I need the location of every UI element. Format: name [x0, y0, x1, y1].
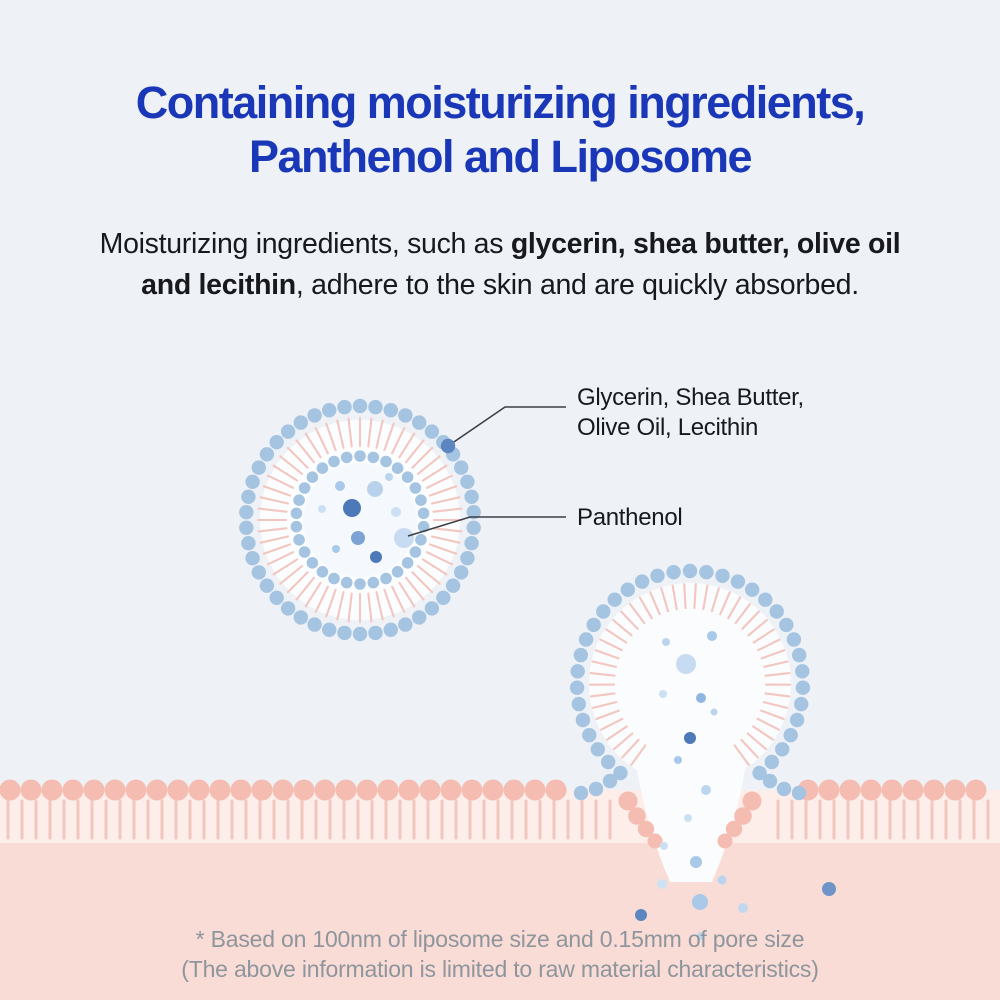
title-line1: Containing moisturizing ingredients,: [135, 77, 866, 128]
description-l2-bold: and lecithin: [141, 269, 296, 302]
description-l2-normal: , adhere to the skin and are quickly abs…: [295, 269, 859, 302]
released-dots: [635, 842, 836, 940]
label-outer-line1: Glycerin, Shea Butter,: [577, 384, 804, 411]
description-line1: Moisturizing ingredients, such as glycer…: [100, 228, 901, 260]
liposome-large: [239, 398, 481, 642]
page-title: Containing moisturizing ingredients, Pan…: [0, 76, 1000, 184]
description-line2: and lecithin, adhere to the skin and are…: [141, 269, 859, 301]
footnote: * Based on 100nm of liposome size and 0.…: [0, 925, 1000, 985]
footnote-line2: (The above information is limited to raw…: [181, 955, 819, 982]
description-l1-normal: Moisturizing ingredients, such as: [99, 228, 511, 260]
label-outer-line2: Olive Oil, Lecithin: [577, 414, 759, 441]
connector-lines: [407, 406, 566, 537]
description-l1-bold: glycerin, shea butter, olive oil: [510, 228, 901, 260]
skin-membrane: [0, 779, 1000, 1000]
liposome-fusing: [569, 563, 811, 822]
label-panthenol: Panthenol: [577, 504, 683, 531]
footnote-line1: * Based on 100nm of liposome size and 0.…: [195, 926, 805, 952]
label-outer-ingredients: Glycerin, Shea Butter, Olive Oil, Lecith…: [577, 383, 804, 443]
title-line2: Panthenol and Liposome: [248, 131, 753, 182]
description-text: Moisturizing ingredients, such as glycer…: [0, 224, 1000, 307]
